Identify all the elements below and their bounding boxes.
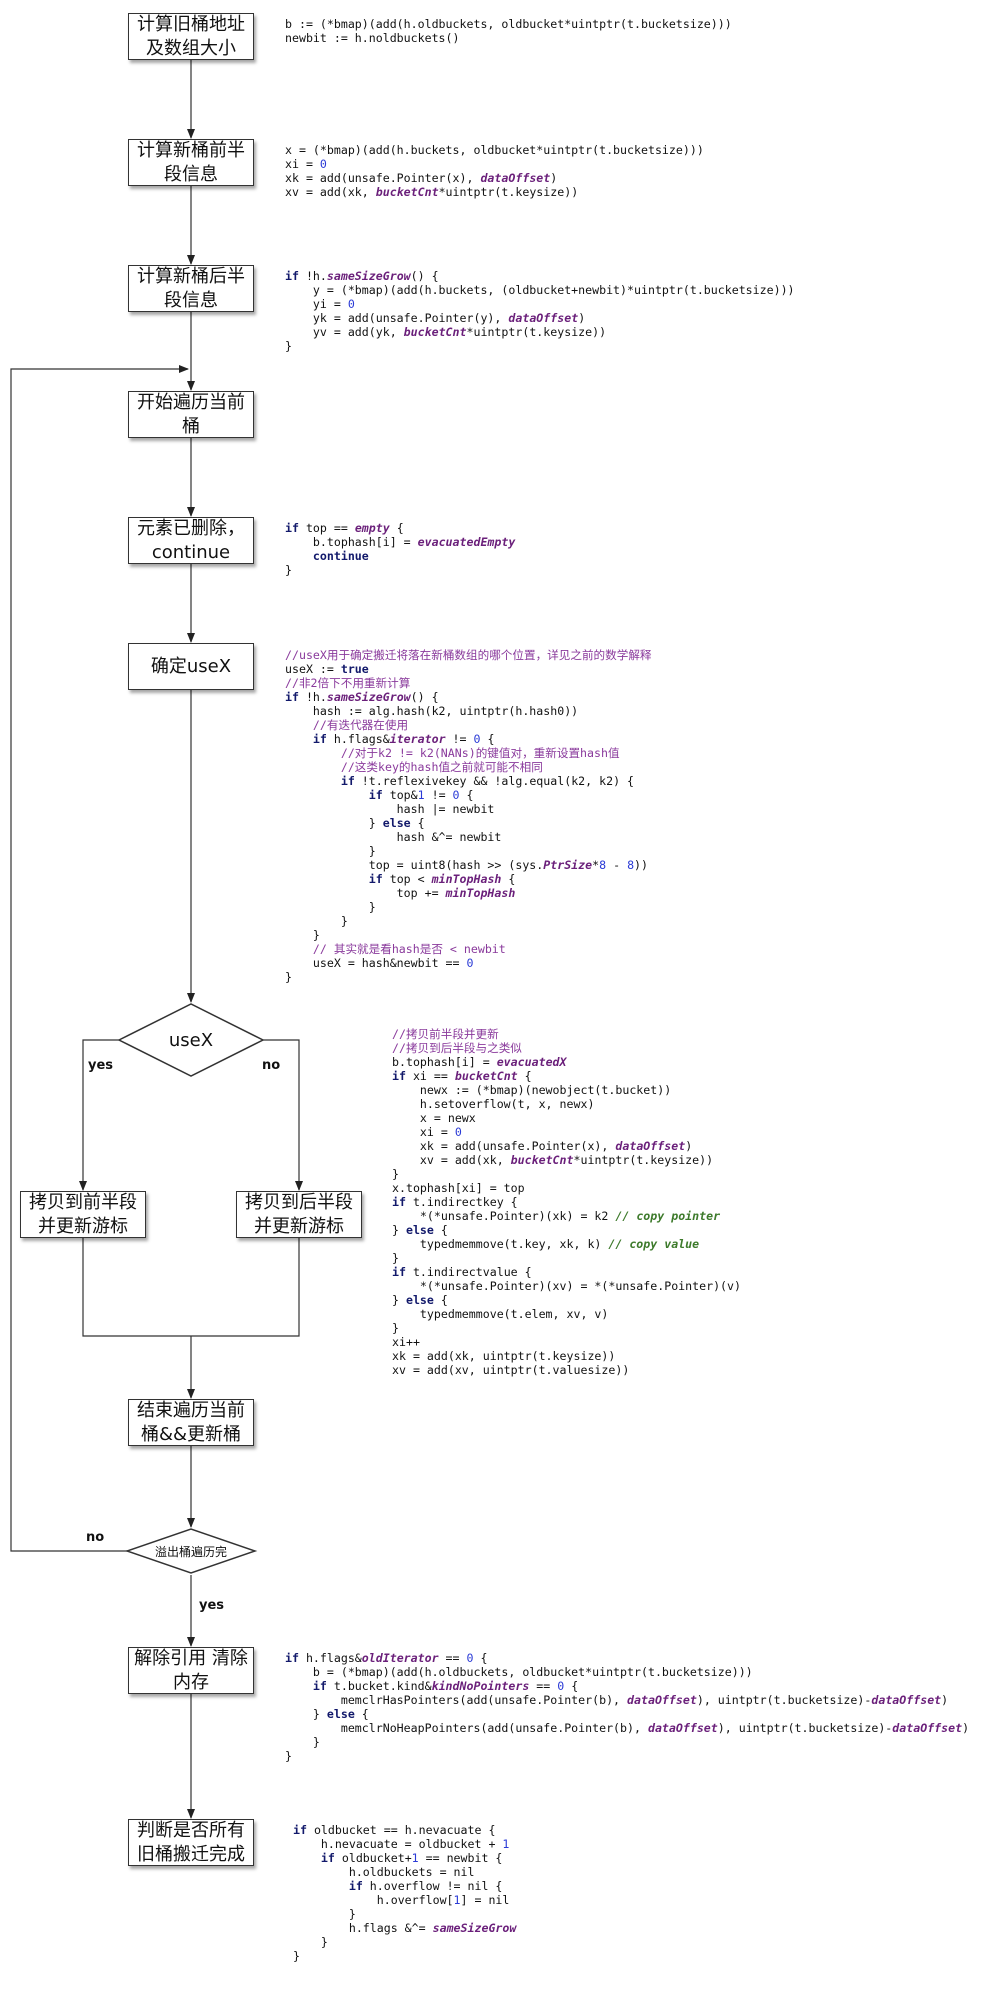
step-decide-usex: 确定useX	[128, 643, 254, 690]
arrow-no-branch	[263, 1039, 303, 1191]
code-block-new-back: if !h.sameSizeGrow() { y = (*bmap)(add(h…	[285, 269, 795, 353]
code-block-deleted: if top == empty { b.tophash[i] = evacuat…	[285, 521, 516, 577]
code-block-judge: if oldbucket == h.nevacuate { h.nevacuat…	[293, 1823, 517, 1963]
step-calc-new-back: 计算新桶后半 段信息	[128, 265, 254, 312]
step-copy-back: 拷贝到后半段 并更新游标	[236, 1191, 362, 1238]
merge-line	[82, 1238, 300, 1337]
code-block-copy: //拷贝前半段并更新 //拷贝到后半段与之类似 b.tophash[i] = e…	[392, 1027, 742, 1377]
code-block-usex: //useX用于确定搬迁将落在新桶数组的哪个位置，详见之前的数学解释 useX …	[285, 648, 652, 984]
arrow-yes-branch	[79, 1039, 119, 1191]
code-block-old-buckets: b := (*bmap)(add(h.oldbuckets, oldbucket…	[285, 17, 732, 45]
edge-label-no-usex: no	[262, 1058, 281, 1073]
decision-diamond-usex	[117, 1003, 265, 1077]
diamond-label-usex: useX	[168, 1029, 214, 1051]
edge-label-yes-usex: yes	[88, 1058, 114, 1073]
code-block-new-front: x = (*bmap)(add(h.buckets, oldbucket*uin…	[285, 143, 704, 199]
code-block-release: if h.flags&oldIterator == 0 { b = (*bmap…	[285, 1651, 970, 1763]
step-end-iterate: 结束遍历当前 桶&&更新桶	[128, 1399, 254, 1446]
diamond-label-overflow: 溢出桶遍历完	[154, 1544, 227, 1559]
decision-diamond-overflow	[124, 1528, 258, 1574]
step-calc-old-buckets: 计算旧桶地址 及数组大小	[128, 13, 254, 60]
arrow-loop-back	[10, 365, 189, 1552]
edge-label-no-overflow: no	[86, 1530, 105, 1545]
step-copy-front: 拷贝到前半段 并更新游标	[20, 1191, 146, 1238]
step-judge-finished: 判断是否所有 旧桶搬迁完成	[128, 1819, 254, 1866]
step-start-iterate: 开始遍历当前 桶	[128, 391, 254, 438]
step-calc-new-front: 计算新桶前半 段信息	[128, 139, 254, 186]
step-release-memory: 解除引用 清除 内存	[128, 1647, 254, 1694]
step-element-deleted: 元素已删除， continue	[128, 517, 254, 564]
edge-label-yes-overflow: yes	[199, 1598, 225, 1613]
